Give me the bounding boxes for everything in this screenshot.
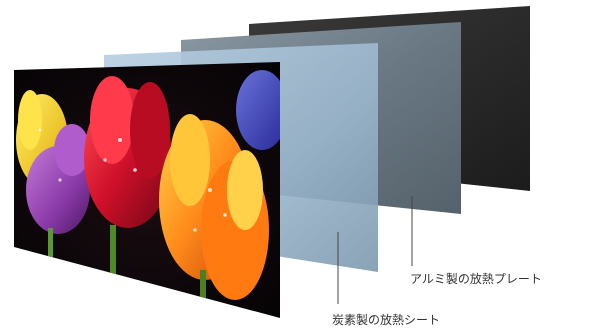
aluminum-plate-label: アルミ製の放熱プレート: [410, 272, 542, 286]
flower-photo: [16, 70, 280, 310]
display-panel: [14, 62, 280, 318]
carbon-sheet-label: 炭素製の放熱シート: [332, 313, 441, 327]
